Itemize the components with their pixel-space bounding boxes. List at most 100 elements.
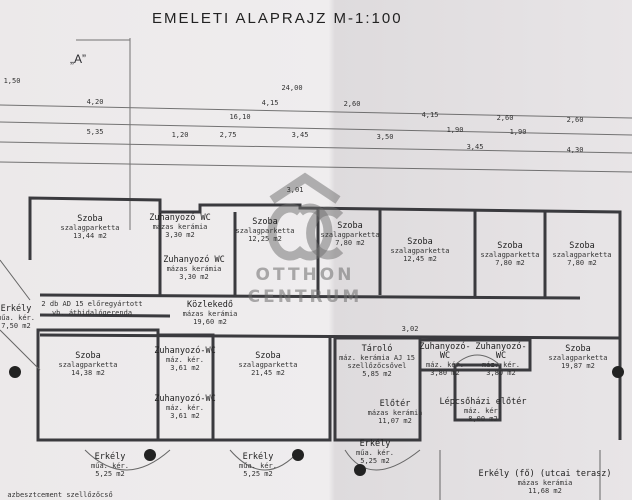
dimension-label: 4,15 xyxy=(261,99,279,107)
room-name: Erkély xyxy=(94,452,126,462)
room-floor: szalagparketta xyxy=(480,251,540,259)
room-name: Szoba xyxy=(77,214,103,224)
room-floor: mázas kerámia xyxy=(517,479,573,487)
room-area: 14,38 m2 xyxy=(71,369,105,377)
room-name: Szoba xyxy=(337,221,363,231)
dimension-label: 1,50 xyxy=(3,77,21,85)
room-floor: szalagparketta xyxy=(548,354,608,362)
room-name: Zuhanyozó WC xyxy=(163,255,225,265)
room-floor: máz. kér. xyxy=(426,361,464,369)
dimension-label: 2,60 xyxy=(566,116,584,124)
walls xyxy=(28,196,622,442)
room-area: 3,80 m2 xyxy=(430,369,460,377)
room-name: Közlekedő xyxy=(186,300,234,310)
dimension-label: 3,45 xyxy=(291,131,309,139)
room-area: 7,80 m2 xyxy=(567,259,597,267)
section-mark: „A” xyxy=(70,52,86,66)
room-name: Erkély xyxy=(0,304,32,314)
dimension-label: 1,90 xyxy=(509,128,527,136)
room-name: Előtér xyxy=(379,399,411,409)
room-floor: szalagparketta xyxy=(320,231,380,239)
room-name: Zuhanyozó-WC xyxy=(154,394,216,404)
room-name: Szoba xyxy=(407,237,433,247)
room-floor: máz. kér. xyxy=(166,404,204,412)
watermark-line2: CENTRUM xyxy=(247,287,363,307)
room-name: Erkély xyxy=(359,439,391,449)
room-area: 12,45 m2 xyxy=(403,255,437,263)
room-name: Tároló xyxy=(361,344,393,354)
room-name: Szoba xyxy=(255,351,281,361)
room-area: 21,45 m2 xyxy=(251,369,285,377)
drawing-title: EMELETI ALAPRAJZ M-1:100 xyxy=(152,10,403,27)
room-name: Szoba xyxy=(252,217,278,227)
room-floor: szalagparketta xyxy=(238,361,298,369)
room-name: Szoba xyxy=(569,241,595,251)
watermark-line1: OTTHON xyxy=(255,265,355,285)
room-area: 3,30 m2 xyxy=(179,273,209,281)
dimension-label: 2,60 xyxy=(343,100,361,108)
room-area: 5,25 m2 xyxy=(95,470,125,478)
annotation-note: 2 db AD 15 előregyártott xyxy=(41,300,143,308)
annotation-note: 3,02 xyxy=(401,325,419,333)
room-floor: máz. kér. xyxy=(464,407,502,415)
room-area: 11,68 m2 xyxy=(528,487,562,495)
room-floor: műa. kér. xyxy=(91,462,129,470)
room-name: Zuhanyozó WC xyxy=(149,213,211,223)
room-floor: máz. kér. xyxy=(482,361,520,369)
room-floor: máz. kér. xyxy=(166,356,204,364)
annotation-note: 3,01 xyxy=(286,186,304,194)
room-floor: műa. kér. xyxy=(239,462,277,470)
room-area: 13,44 m2 xyxy=(73,232,107,240)
dimension-label: 2,60 xyxy=(496,114,514,122)
room-floor: szalagparketta xyxy=(552,251,612,259)
room-floor: szalagparketta xyxy=(60,224,120,232)
room-area: 19,87 m2 xyxy=(561,362,595,370)
room-name: Erkély xyxy=(242,452,274,462)
watermark: OTTHON CENTRUM xyxy=(235,264,375,308)
annotation-note: vb. áthidalógerenda xyxy=(51,309,133,317)
room-floor: mázas kerámia xyxy=(367,409,423,417)
room-area: 8,00 m2 xyxy=(468,415,498,423)
room-floor: mázas kerámia xyxy=(166,265,222,273)
room-area: 7,50 m2 xyxy=(1,322,31,330)
dimension-label: 4,20 xyxy=(86,98,104,106)
room-area: 3,30 m2 xyxy=(165,231,195,239)
annotation-note: azbesztcement szellőzőcső xyxy=(7,491,113,499)
room-floor: mázas kerámia xyxy=(182,310,238,318)
room-floor: műa. kér. xyxy=(356,449,394,457)
room-name: Erkély (fő) (utcai terasz) xyxy=(478,469,612,479)
dimension-label: 16,10 xyxy=(229,113,251,121)
room-name: Szoba xyxy=(75,351,101,361)
dimension-label: 3,45 xyxy=(466,143,484,151)
dimension-label: 3,50 xyxy=(376,133,394,141)
room-name: Lépcsőházi előtér xyxy=(439,397,527,407)
room-area: 3,80 m2 xyxy=(486,369,516,377)
dimension-label: 1,20 xyxy=(171,131,189,139)
dimension-label: 24,00 xyxy=(281,84,303,92)
room-area: 7,80 m2 xyxy=(495,259,525,267)
dimension-label: 5,35 xyxy=(86,128,104,136)
room-floor: szalagparketta xyxy=(390,247,450,255)
room-name: Zuhanyozó-WC xyxy=(475,342,527,361)
